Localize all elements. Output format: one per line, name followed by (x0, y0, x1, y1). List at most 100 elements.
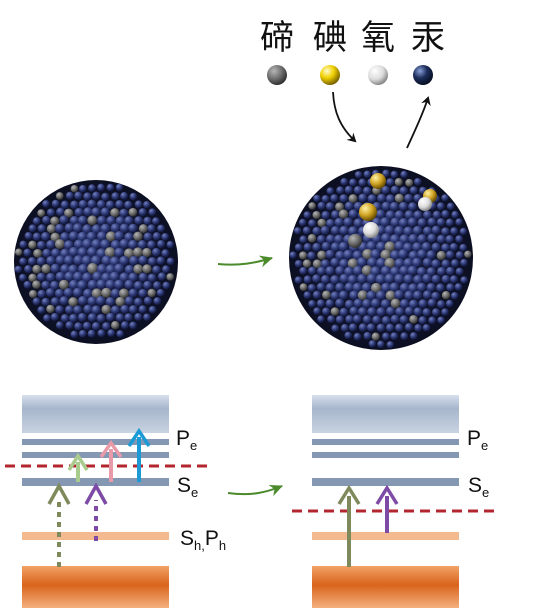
hg-atom (162, 281, 171, 290)
hg-atom (400, 170, 408, 179)
hg-atom (312, 290, 322, 300)
hg-atom (100, 207, 110, 217)
hg-atom (335, 282, 345, 293)
hg-atom (354, 171, 363, 179)
hg-atom (148, 305, 157, 314)
hg-atom (308, 300, 316, 308)
hg-atom (87, 199, 97, 209)
hg-atom (380, 282, 392, 293)
hg-atom (362, 298, 372, 309)
te-atom (138, 224, 148, 234)
hg-atom (335, 265, 346, 276)
hg-atom (441, 210, 450, 219)
hg-atom (352, 265, 364, 277)
hg-atom (330, 242, 341, 253)
te-atom (87, 215, 98, 226)
hg-atom (348, 226, 359, 237)
hg-atom (166, 257, 175, 266)
hg-atom (330, 194, 339, 203)
hg-atom (398, 249, 409, 260)
hg-atom (327, 315, 336, 324)
hg-atom (381, 185, 391, 195)
te-atom (409, 314, 418, 324)
arrow-green-head (47, 482, 71, 505)
hg-atom (368, 340, 377, 348)
hg-atom (74, 322, 83, 331)
hg-atom (128, 288, 138, 298)
o-atom (418, 197, 432, 211)
hg-atom (143, 232, 153, 242)
te-atom (101, 304, 111, 315)
hg-atom (381, 201, 392, 212)
hg-atom (335, 298, 345, 308)
te-atom (119, 288, 129, 299)
p-level-1 (312, 439, 459, 445)
hg-atom (431, 259, 441, 269)
hg-atom (65, 191, 74, 200)
hg-atom (376, 193, 387, 203)
hg-atom (42, 200, 50, 208)
te-atom (46, 224, 56, 234)
hg-atom (418, 299, 428, 309)
te-atom (348, 194, 358, 204)
hg-atom (404, 323, 414, 332)
te-atom (105, 231, 117, 242)
hg-atom (106, 183, 115, 192)
hg-atom (375, 290, 387, 301)
legend-label-o: 氧 (361, 18, 395, 58)
hg-atom (358, 178, 367, 187)
hg-atom (404, 306, 414, 316)
hg-atom (42, 215, 51, 225)
hg-atom (55, 271, 66, 282)
hg-atom (422, 308, 431, 317)
hg-atom (147, 240, 156, 250)
hg-atom (294, 227, 302, 235)
hg-atom (51, 199, 60, 208)
hg-atom (385, 210, 396, 221)
hg-atom (83, 207, 93, 217)
hg-atom (81, 272, 93, 284)
hg-atom (87, 313, 97, 323)
hg-atom (96, 200, 106, 209)
te-atom (312, 210, 321, 220)
hg-atom (82, 288, 94, 299)
hg-atom (399, 298, 410, 309)
hg-atom (450, 292, 459, 300)
hg-atom (418, 316, 427, 325)
hg-atom (143, 216, 152, 226)
hg-atom (109, 271, 120, 283)
hg-atom (431, 291, 440, 301)
te-atom (436, 250, 446, 261)
hg-atom (69, 313, 78, 323)
hg-atom (96, 231, 108, 242)
hg-atom (349, 306, 359, 316)
te-atom (50, 216, 60, 226)
hg-atom (82, 321, 92, 331)
hg-atom (336, 186, 345, 195)
te-atom (115, 296, 125, 307)
te-atom (322, 290, 331, 300)
hg-atom (330, 225, 341, 236)
hg-atom (124, 264, 135, 275)
hg-atom (45, 288, 55, 298)
hg-atom (450, 259, 460, 268)
hg-atom (96, 215, 107, 226)
hg-atom (119, 223, 130, 234)
hg-atom (347, 274, 358, 285)
hg-atom (325, 299, 335, 308)
process-arrow-bottom (227, 485, 283, 497)
hg-atom (335, 315, 345, 324)
hg-atom (115, 200, 124, 209)
hg-atom (19, 240, 28, 249)
hg-atom (445, 250, 455, 260)
hg-atom (325, 218, 336, 228)
p-level-2 (22, 452, 169, 458)
valence-band (22, 566, 169, 608)
hg-atom (339, 273, 350, 284)
hg-atom (147, 224, 156, 233)
label-pe-right: Pe (467, 427, 488, 453)
hg-atom (138, 272, 148, 283)
hg-atom (86, 246, 98, 258)
hg-atom (399, 315, 409, 325)
te-atom (394, 178, 403, 187)
